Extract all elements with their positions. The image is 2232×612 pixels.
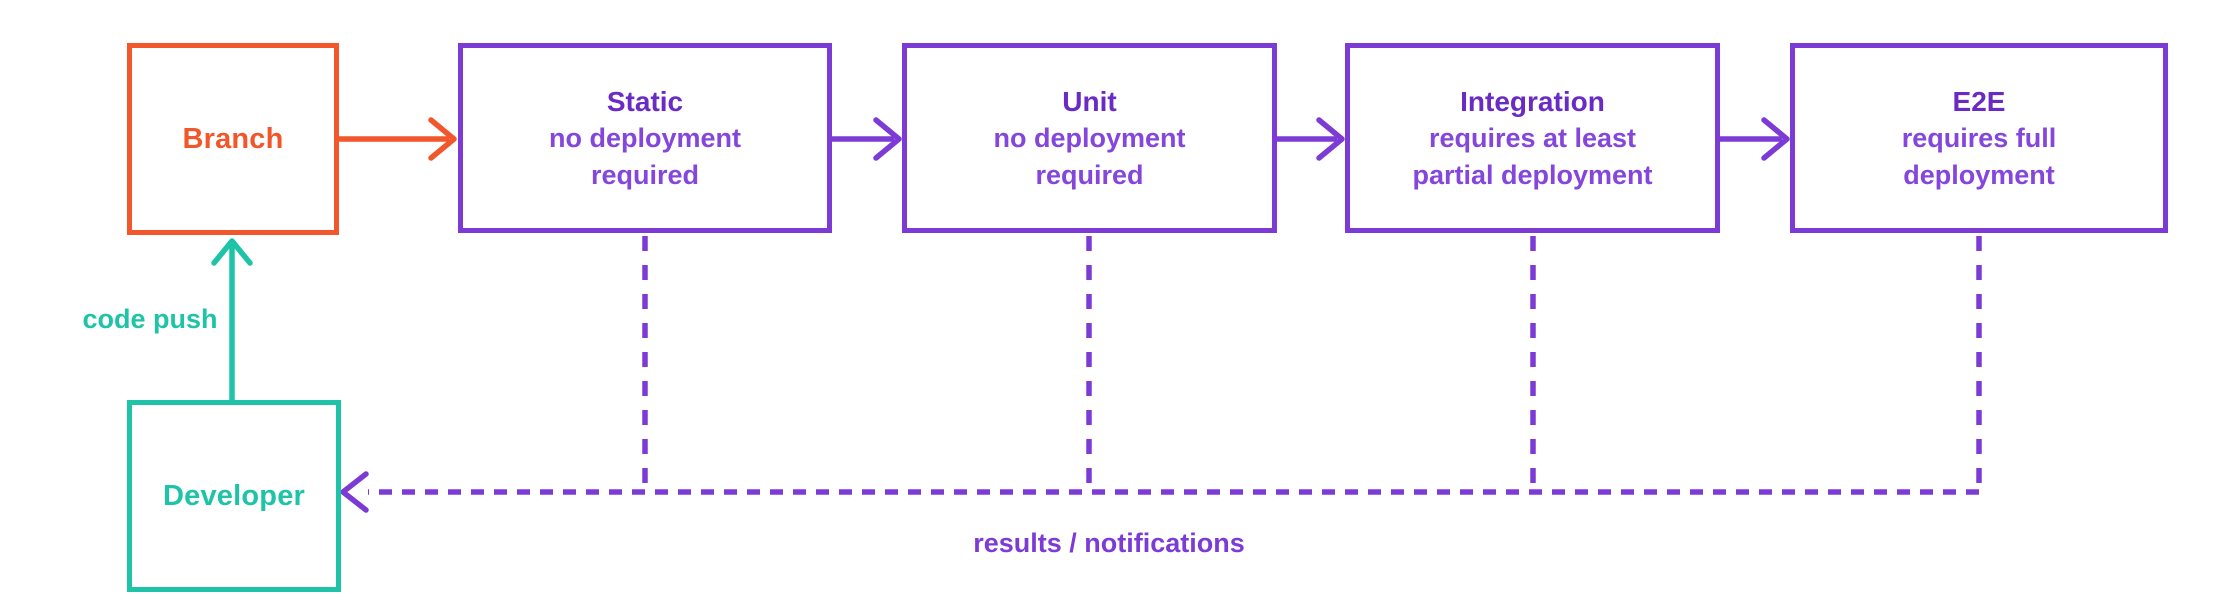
developer-label: Developer: [162, 479, 306, 512]
stage-unit-subtitle: no deployment required: [993, 122, 1186, 190]
stage-static-node: Static no deployment required: [458, 43, 832, 233]
results-notifications-label: results / notifications: [973, 528, 1245, 558]
integration-to-e2e-arrow: [1720, 117, 1790, 161]
stage-static-title: Static: [606, 85, 684, 117]
stage-e2e-subtitle: requires full deployment: [1901, 122, 2057, 190]
developer-node: Developer: [127, 400, 341, 592]
branch-node: Branch: [127, 43, 339, 235]
stage-integration-node: Integration requires at least partial de…: [1345, 43, 1720, 233]
static-to-unit-arrow: [832, 117, 902, 161]
stage-unit-node: Unit no deployment required: [902, 43, 1277, 233]
stage-static-subtitle: no deployment required: [548, 122, 741, 190]
unit-to-integration-arrow: [1277, 117, 1345, 161]
code-push-label: code push: [82, 304, 218, 334]
stage-e2e-node: E2E requires full deployment: [1790, 43, 2168, 233]
branch-to-static-arrow: [339, 117, 457, 161]
stage-e2e-title: E2E: [1952, 85, 2006, 117]
results-arrow: [340, 471, 1979, 513]
stage-integration-title: Integration: [1460, 85, 1605, 117]
branch-label: Branch: [182, 122, 284, 155]
stage-unit-title: Unit: [1062, 85, 1117, 117]
stage-integration-subtitle: requires at least partial deployment: [1412, 122, 1653, 190]
